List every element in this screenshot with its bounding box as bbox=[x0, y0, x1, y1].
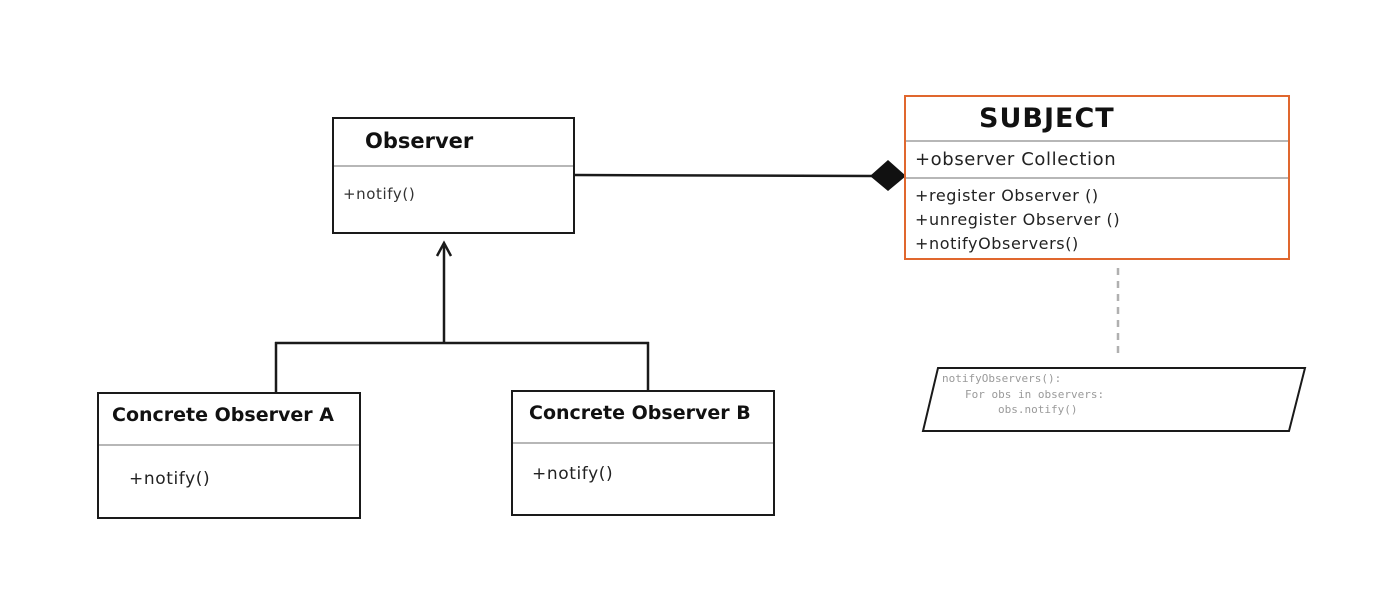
subject-title-separator bbox=[906, 140, 1288, 142]
note-text-line: obs.notify() bbox=[998, 403, 1078, 416]
observer-method: +notify() bbox=[343, 185, 416, 203]
concrete-observer-b-box: Concrete Observer B +notify() bbox=[511, 390, 775, 516]
subject-class-box: SUBJECT +observer Collection +register O… bbox=[904, 95, 1290, 260]
inheritance-arrowhead bbox=[435, 240, 453, 257]
concrete-observer-b-method: +notify() bbox=[532, 464, 614, 484]
subject-class-title: SUBJECT bbox=[979, 103, 1115, 134]
concrete-observer-a-box: Concrete Observer A +notify() bbox=[97, 392, 361, 519]
note-text-line: For obs in observers: bbox=[965, 388, 1105, 401]
observer-separator bbox=[334, 165, 573, 167]
subject-attribute-separator bbox=[906, 177, 1288, 179]
observer-class-title: Observer bbox=[365, 129, 474, 153]
concrete-observer-b-separator bbox=[513, 442, 773, 444]
note-shape bbox=[921, 367, 1307, 432]
note-text-line: notifyObservers(): bbox=[942, 372, 1062, 385]
subject-attribute: +observer Collection bbox=[915, 149, 1117, 170]
concrete-observer-a-title: Concrete Observer A bbox=[112, 404, 334, 426]
composition-diamond bbox=[870, 160, 906, 191]
subject-method: +notifyObservers() bbox=[915, 234, 1079, 253]
association-line bbox=[574, 173, 873, 178]
observer-class-box: Observer +notify() bbox=[332, 117, 575, 234]
concrete-observer-b-title: Concrete Observer B bbox=[529, 402, 751, 424]
concrete-observer-a-separator bbox=[99, 444, 359, 446]
concrete-observer-a-method: +notify() bbox=[129, 469, 211, 489]
subject-method: +register Observer () bbox=[915, 186, 1099, 205]
subject-method: +unregister Observer () bbox=[915, 210, 1121, 229]
